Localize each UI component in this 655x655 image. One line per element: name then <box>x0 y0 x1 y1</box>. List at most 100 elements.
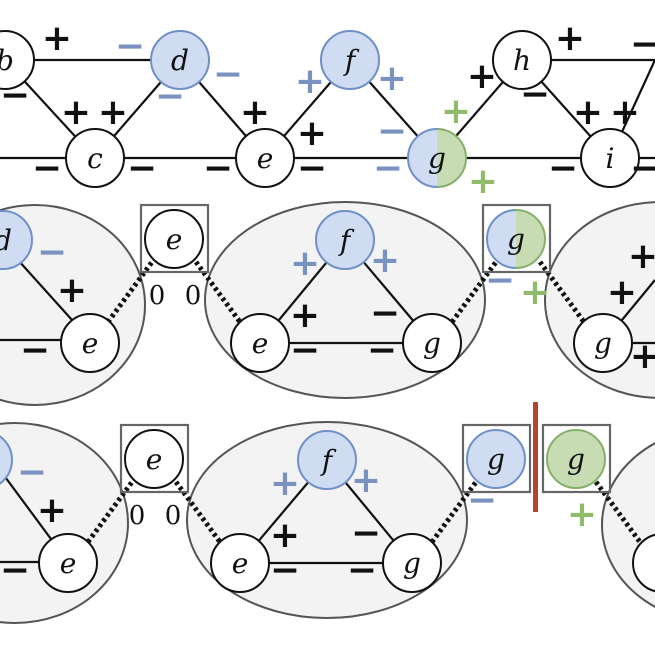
node-label: e <box>257 142 274 175</box>
plus-sign: + <box>520 272 550 313</box>
node-c: c <box>65 128 125 188</box>
plus-sign: + <box>377 58 407 99</box>
plus-sign: + <box>555 18 585 59</box>
minus-sign: − <box>297 148 327 189</box>
minus-sign: − <box>37 232 67 273</box>
zero-weight-label: 0 <box>165 501 182 531</box>
minus-sign: − <box>32 148 62 189</box>
separator-box <box>461 423 532 494</box>
minus-sign: − <box>370 293 400 334</box>
row-1-graph: b d f h c e g i <box>0 18 655 202</box>
minus-sign: − <box>127 148 157 189</box>
separator-box <box>119 423 190 494</box>
node-d: d <box>0 210 33 270</box>
node-label: e <box>252 327 269 360</box>
node-label: e <box>146 443 163 476</box>
cut-marker <box>533 402 538 512</box>
minus-sign: − <box>213 54 243 95</box>
node-label: d <box>0 224 12 257</box>
plus-sign: + <box>295 61 325 102</box>
minus-sign: − <box>0 75 30 116</box>
minus-sign: − <box>373 148 403 189</box>
minus-sign: − <box>520 74 550 115</box>
node-e-boxed: e <box>124 429 184 489</box>
node-label: g <box>594 327 612 360</box>
plus-sign: + <box>61 92 91 133</box>
node-label: e <box>232 547 249 580</box>
node-label: g <box>507 223 525 256</box>
plus-sign: + <box>240 92 270 133</box>
node-label: g <box>428 142 446 175</box>
zero-weight-label: 0 <box>149 281 166 311</box>
plus-sign: + <box>290 243 320 284</box>
minus-sign: − <box>351 513 381 554</box>
node-label: e <box>60 547 77 580</box>
node-b: b <box>0 30 35 90</box>
node-e: e <box>210 533 270 593</box>
node-blue-partial <box>0 435 13 485</box>
zero-weight-label: 0 <box>185 281 202 311</box>
minus-sign: − <box>377 111 407 152</box>
plus-sign: + <box>351 460 381 501</box>
minus-sign: − <box>367 330 397 371</box>
node-g-split: g <box>407 128 467 188</box>
node-e: e <box>230 313 290 373</box>
node-h: h <box>492 30 552 90</box>
node-g-split-boxed: g <box>486 209 546 269</box>
node-label: g <box>423 327 441 360</box>
node-f: f <box>315 210 375 270</box>
node-label: h <box>513 44 531 77</box>
plus-sign: + <box>270 463 300 504</box>
node-partial <box>632 533 655 593</box>
node-label: i <box>606 142 615 175</box>
node-f: f <box>297 430 357 490</box>
plus-sign: + <box>468 161 498 202</box>
separator-box <box>481 203 552 274</box>
separator-box <box>541 423 612 494</box>
minus-sign: − <box>290 330 320 371</box>
plus-sign: + <box>610 92 640 133</box>
node-g-green-boxed: g <box>546 429 606 489</box>
node-e: e <box>235 128 295 188</box>
node-e-boxed: e <box>144 209 204 269</box>
minus-sign: − <box>0 550 30 591</box>
plus-sign: + <box>270 515 300 556</box>
minus-sign: − <box>485 260 515 301</box>
plus-sign: + <box>37 490 67 531</box>
node-label: g <box>403 547 421 580</box>
node-g: g <box>402 313 462 373</box>
plus-sign: + <box>573 92 603 133</box>
minus-sign: − <box>17 452 47 493</box>
node-label: c <box>87 142 103 175</box>
minus-sign: − <box>630 148 655 189</box>
plus-sign: + <box>441 91 471 132</box>
plus-sign: + <box>628 236 655 277</box>
plus-sign: + <box>607 272 637 313</box>
zero-weight-label: 0 <box>129 501 146 531</box>
separator-box <box>139 203 210 274</box>
plus-sign: + <box>370 240 400 281</box>
node-g: g <box>573 313 633 373</box>
minus-sign: − <box>347 550 377 591</box>
plus-sign: + <box>567 494 597 535</box>
node-label: e <box>82 327 99 360</box>
row-2-decomposition: d e e f e g g g <box>0 201 655 406</box>
node-i: i <box>580 128 640 188</box>
plus-sign: + <box>467 56 497 97</box>
node-g: g <box>382 533 442 593</box>
minus-sign: − <box>630 24 655 65</box>
node-e: e <box>60 313 120 373</box>
minus-sign: − <box>20 330 50 371</box>
minus-sign: − <box>155 76 185 117</box>
node-label: b <box>0 44 14 77</box>
node-label: d <box>171 44 189 77</box>
plus-sign: + <box>42 18 72 59</box>
minus-sign: − <box>270 550 300 591</box>
node-g-blue-boxed: g <box>466 429 526 489</box>
node-e: e <box>38 533 98 593</box>
plus-sign: + <box>290 295 320 336</box>
node-label: e <box>166 223 183 256</box>
minus-sign: − <box>115 26 145 67</box>
minus-sign: − <box>203 148 233 189</box>
